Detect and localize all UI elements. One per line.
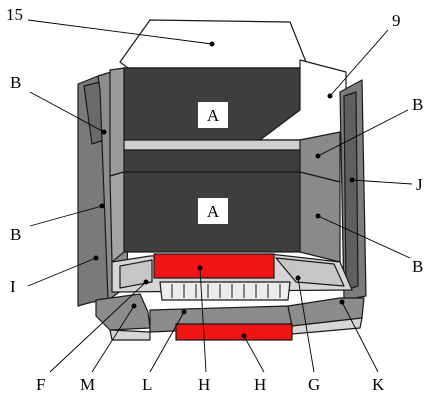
grate — [159, 281, 291, 301]
panel-a-top: A — [198, 102, 228, 128]
panel-a-bottom: A — [198, 198, 228, 224]
label-h-lower: H — [254, 375, 266, 394]
label-b-bottom-right: B — [412, 257, 423, 276]
red-upper-strip — [153, 253, 275, 279]
label-h-upper: H — [198, 375, 210, 394]
panel-a-top-label: A — [207, 106, 220, 125]
left-inner-panels — [109, 67, 125, 263]
label-b-top-right: B — [412, 95, 423, 114]
leader-dots — [93, 41, 355, 339]
red-bottom-strip — [175, 323, 293, 341]
panel-a-bottom-label: A — [207, 202, 220, 221]
label-l: L — [142, 375, 152, 394]
label-k: K — [372, 375, 385, 394]
label-9: 9 — [392, 11, 401, 30]
label-f: F — [36, 375, 45, 394]
right-side-panel — [339, 79, 367, 301]
label-m: M — [80, 375, 95, 394]
label-i: I — [10, 277, 16, 296]
label-j: J — [416, 175, 423, 194]
label-b-mid-left: B — [10, 225, 21, 244]
leader-lines — [27, 19, 413, 373]
label-b-top-left: B — [10, 73, 21, 92]
label-g: G — [308, 375, 320, 394]
label-15: 15 — [6, 5, 23, 24]
right-inner-panels — [299, 131, 341, 263]
